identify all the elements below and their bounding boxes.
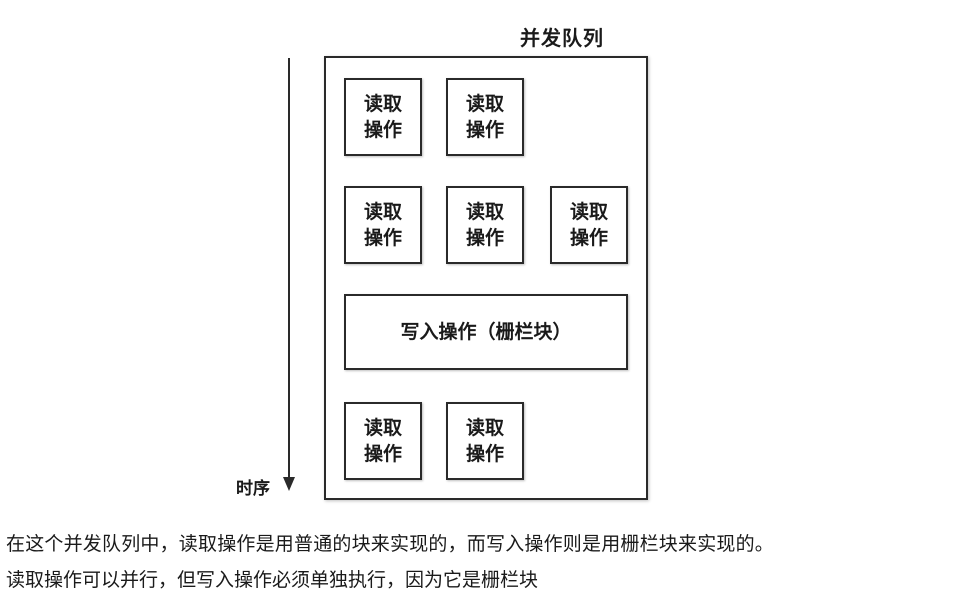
read-block-label: 读取操作 xyxy=(363,417,402,465)
timeline-arrow-down-icon xyxy=(283,477,295,491)
read-block: 读取操作 xyxy=(550,186,628,264)
read-block-label: 读取操作 xyxy=(569,201,608,249)
concurrent-queue-frame: 读取操作 读取操作 读取操作 读取操作 读取操作 写入操作（栅栏块） 读取操作 … xyxy=(324,56,648,500)
read-block-label: 读取操作 xyxy=(465,93,504,141)
read-block-label: 读取操作 xyxy=(363,93,402,141)
barrier-block-label: 写入操作（栅栏块） xyxy=(400,321,572,343)
read-block: 读取操作 xyxy=(446,78,524,156)
timeline-axis xyxy=(288,58,290,478)
write-barrier-block: 写入操作（栅栏块） xyxy=(344,294,628,370)
queue-title: 并发队列 xyxy=(520,26,604,50)
timeline-label: 时序 xyxy=(236,479,270,499)
read-block: 读取操作 xyxy=(344,402,422,480)
read-block: 读取操作 xyxy=(344,186,422,264)
read-block-label: 读取操作 xyxy=(363,201,402,249)
read-block-label: 读取操作 xyxy=(465,201,504,249)
caption-line-2: 读取操作可以并行，但写入操作必须单独执行，因为它是栅栏块 xyxy=(6,569,539,591)
read-block: 读取操作 xyxy=(446,402,524,480)
read-block-label: 读取操作 xyxy=(465,417,504,465)
caption-line-1: 在这个并发队列中，读取操作是用普通的块来实现的，而写入操作则是用栅栏块来实现的。 xyxy=(6,533,775,555)
read-block: 读取操作 xyxy=(344,78,422,156)
read-block: 读取操作 xyxy=(446,186,524,264)
